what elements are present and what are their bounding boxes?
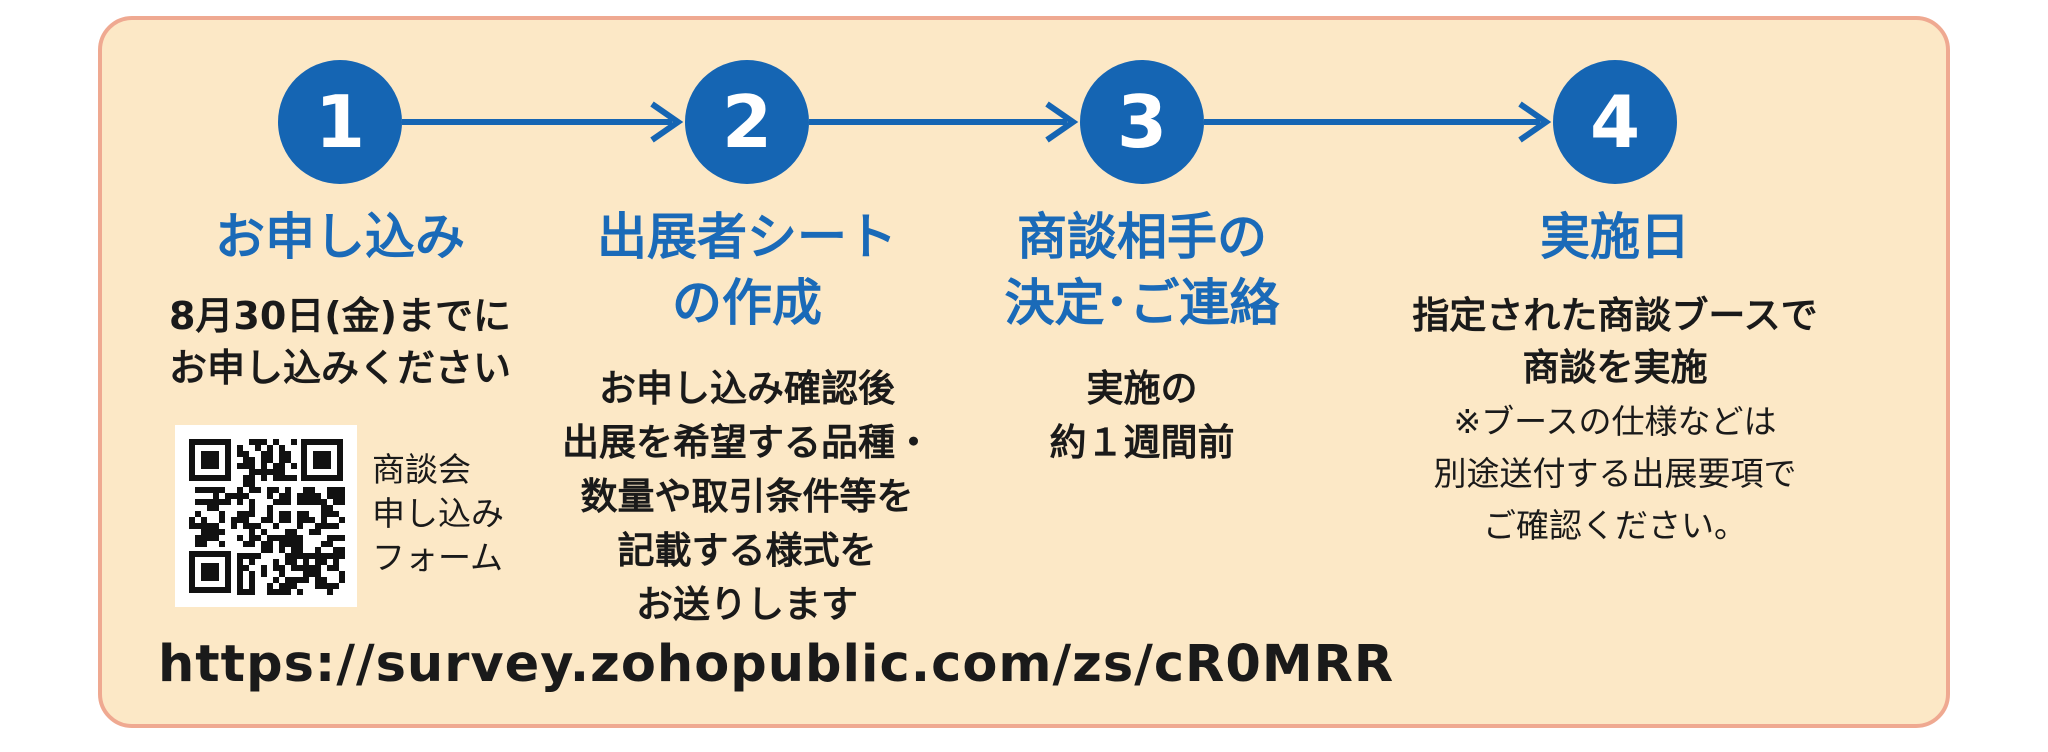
step-4-note: ※ブースの仕様などは 別途送付する出展要項で ご確認ください。 — [1433, 402, 1797, 545]
step-2-title: 出展者シート の作成 — [597, 208, 897, 332]
step-4-circle: 4 — [1553, 60, 1677, 184]
survey-url-link[interactable]: https://survey.zohopublic.com/zs/cR0MRR — [158, 635, 1395, 694]
step-3-title: 商談相手の 決定･ご連絡 — [1004, 208, 1280, 332]
arrow-right-icon — [402, 101, 684, 143]
arrow-right-icon — [1204, 101, 1552, 143]
qr-form-label: 商談会 申し込み フォーム — [372, 450, 504, 577]
step-1-description: 8月30日(金)までに お申し込みください — [168, 294, 512, 390]
step-2-circle: 2 — [685, 60, 809, 184]
qr-code-icon — [175, 425, 357, 607]
step-3-number: 3 — [1116, 80, 1168, 164]
step-2-description: お申し込み確認後 出展を希望する品種・ 数量や取引条件等を 記載する様式を お送… — [562, 367, 932, 626]
step-4-description: 指定された商談ブースで 商談を実施 — [1412, 294, 1818, 389]
step-4-number: 4 — [1589, 80, 1641, 164]
arrow-right-icon — [809, 101, 1079, 143]
step-3-circle: 3 — [1080, 60, 1204, 184]
step-4-title: 実施日 — [1540, 208, 1690, 266]
step-2-number: 2 — [721, 80, 773, 164]
step-1-number: 1 — [314, 80, 366, 164]
step-3-description: 実施の 約１週間前 — [1049, 367, 1235, 464]
step-1-title: お申し込み — [215, 208, 465, 266]
step-1-circle: 1 — [278, 60, 402, 184]
qr-code[interactable] — [175, 425, 357, 607]
